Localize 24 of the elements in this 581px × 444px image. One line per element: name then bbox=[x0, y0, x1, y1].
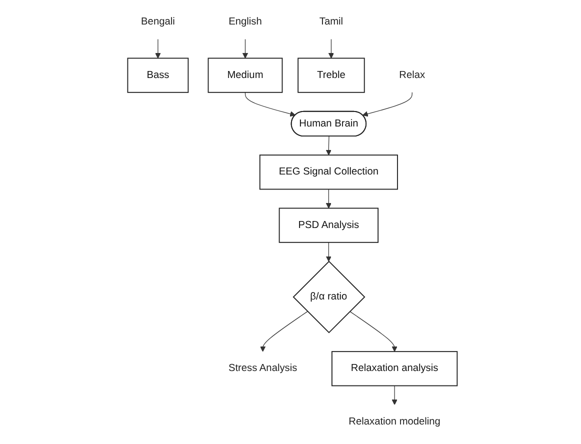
node-text: Tamil bbox=[319, 16, 343, 28]
arrow bbox=[326, 242, 332, 262]
arrow bbox=[362, 92, 412, 117]
node-box: Medium bbox=[208, 58, 282, 93]
node-box: Relaxation analysis bbox=[331, 351, 458, 386]
node-text: Stress Analysis bbox=[228, 362, 297, 374]
node-box: Treble bbox=[297, 58, 365, 93]
arrow bbox=[244, 92, 296, 117]
node-box: Bass bbox=[126, 58, 188, 93]
arrow bbox=[242, 38, 248, 58]
arrow bbox=[326, 136, 332, 156]
node-text: Relax bbox=[398, 70, 425, 80]
arrow bbox=[260, 311, 308, 352]
node-box: EEG Signal Collection bbox=[259, 154, 398, 190]
node-box: PSD Analysis bbox=[278, 208, 378, 243]
arrow bbox=[392, 385, 398, 405]
node-text: Bengali bbox=[140, 16, 175, 28]
arrow bbox=[154, 38, 160, 58]
arrow bbox=[349, 311, 398, 352]
node-text: English bbox=[228, 16, 262, 28]
node-text: Relaxation modeling bbox=[348, 416, 440, 427]
node-diamond: β/α ratio bbox=[292, 260, 366, 334]
arrow bbox=[328, 38, 334, 58]
arrow bbox=[326, 188, 332, 208]
